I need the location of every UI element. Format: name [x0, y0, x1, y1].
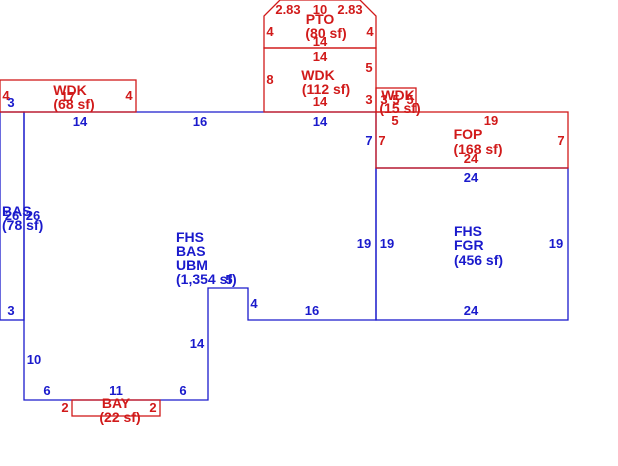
dim-main-bottom-left: 6 [43, 383, 50, 398]
dim-wdk-top-right: 5 [365, 60, 372, 75]
dim-main-left-lower: 10 [27, 352, 41, 367]
dim-fop-bottom: 24 [464, 151, 479, 166]
fgr-line2: FGR [454, 237, 484, 253]
dim-main-notch-top: 5 [225, 272, 232, 287]
fop-name: FOP [454, 126, 483, 142]
dim-wdk-small-c: 5 [406, 92, 413, 107]
dim-wdk-small-b: 5 [392, 92, 399, 107]
dim-fop-left-top: 5 [391, 113, 398, 128]
dim-fop-top: 19 [484, 113, 498, 128]
dim-pto-bottom: 14 [313, 34, 328, 49]
dim-wdk-top-bottom: 14 [313, 94, 328, 109]
dim-pto-top: 10 [313, 2, 327, 17]
wdk-top-outline [263, 47, 377, 113]
wdk-top-area: (112 sf) [302, 81, 350, 97]
wdk-top-name: WDK [301, 67, 334, 83]
main-line1: FHS [176, 229, 204, 245]
main-area: (1,354 sf) [176, 271, 237, 287]
dim-main-right: 19 [357, 236, 371, 251]
dim-fgr-top: 24 [464, 170, 479, 185]
bay-name: BAY [102, 395, 131, 411]
wdk-small-area: (15 sf) [379, 100, 420, 116]
dim-main-right-upper: 7 [365, 133, 372, 148]
dim-wdk-top-left: 8 [266, 72, 273, 87]
pto-area: (80 sf) [305, 25, 346, 41]
dim-wdk-top-top: 14 [313, 49, 328, 64]
dim-pto-left: 4 [266, 24, 274, 39]
dim-fgr-bottom: 24 [464, 303, 479, 318]
dim-main-bottom-right-seg: 16 [305, 303, 319, 318]
dim-bas-side-a: 26 [5, 208, 19, 223]
dim-wdk-small-a: 3 [380, 92, 387, 107]
fop-area: (168 sf) [453, 141, 502, 157]
main-line3: UBM [176, 257, 208, 273]
dim-fop-left: 7 [378, 133, 385, 148]
red-outlines [0, 0, 569, 417]
wdk-left-name: WDK [53, 82, 86, 98]
dim-main-notch-side: 4 [250, 296, 258, 311]
dim-main-bottom-mid: 11 [109, 383, 123, 398]
dim-wdk-left-right: 4 [125, 88, 133, 103]
dim-fgr-right: 19 [549, 236, 563, 251]
dim-pto-right: 4 [366, 24, 374, 39]
dim-fop-right: 7 [557, 133, 564, 148]
dim-pto-left-diag: 2.83 [275, 2, 300, 17]
bas-left-name: BAS [2, 203, 32, 219]
wdk-left-outline [0, 79, 137, 113]
fop-outline [375, 111, 569, 169]
dim-wdk-left-left: 4 [2, 88, 10, 103]
dim-bas-bottom: 3 [7, 303, 14, 318]
dim-fgr-left: 19 [380, 236, 394, 251]
dim-main-bottom-right: 6 [179, 383, 186, 398]
dim-main-top-right: 14 [313, 114, 328, 129]
wdk-left-area: (68 sf) [53, 96, 94, 112]
pto-name: PTO [306, 11, 335, 27]
fgr-line1: FHS [454, 223, 482, 239]
bas-left-area: (78 sf) [2, 217, 43, 233]
dim-main-inner-vert: 14 [190, 336, 205, 351]
dim-bas-side-b: 26 [26, 208, 40, 223]
bay-outline [71, 399, 161, 417]
dim-main-top-mid: 16 [193, 114, 207, 129]
dim-wdk-top-right-lower: 3 [365, 92, 372, 107]
dim-pto-right-diag: 2.83 [337, 2, 362, 17]
dim-bay-right: 2 [149, 400, 156, 415]
dim-bay-left: 2 [61, 400, 68, 415]
fgr-area: (456 sf) [454, 252, 503, 268]
dim-bas-top: 3 [7, 95, 14, 110]
wdk-small-name: WDK [381, 87, 414, 103]
main-line2: BAS [176, 243, 206, 259]
dim-wdk-left-top: 17 [61, 89, 75, 104]
dim-main-top-left: 14 [73, 114, 88, 129]
bay-area: (22 sf) [99, 409, 140, 425]
